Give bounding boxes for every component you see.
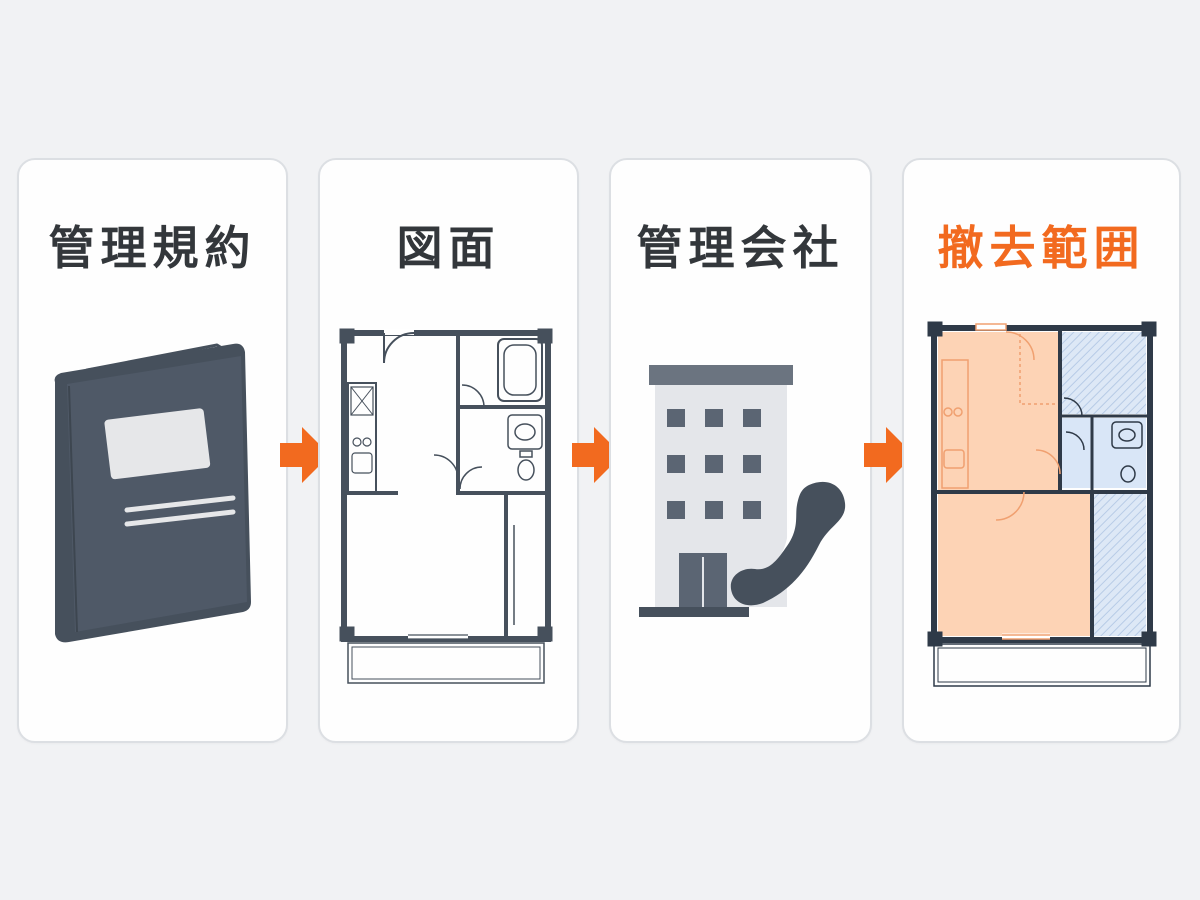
floor-plan-icon [339,328,553,684]
arrow-right-icon [280,427,330,483]
step-title-floor-plan: 図面 [396,221,501,275]
management-company-icon [639,365,846,617]
arrow-right-icon [572,427,622,483]
rulebook-icon [54,343,251,643]
step-title-removal-area: 撤去範囲 [937,221,1146,275]
step-card-removal-area: 撤去範囲 [902,158,1181,743]
step-title-rules: 管理規約 [48,221,257,275]
arrow-right-icon [864,427,914,483]
step-card-rules: 管理規約 [17,158,288,743]
step-card-management-company: 管理会社 [609,158,872,743]
step-card-floor-plan: 図面 [318,158,579,743]
step-title-management-company: 管理会社 [636,221,845,275]
removal-area-plan-icon [927,321,1157,687]
